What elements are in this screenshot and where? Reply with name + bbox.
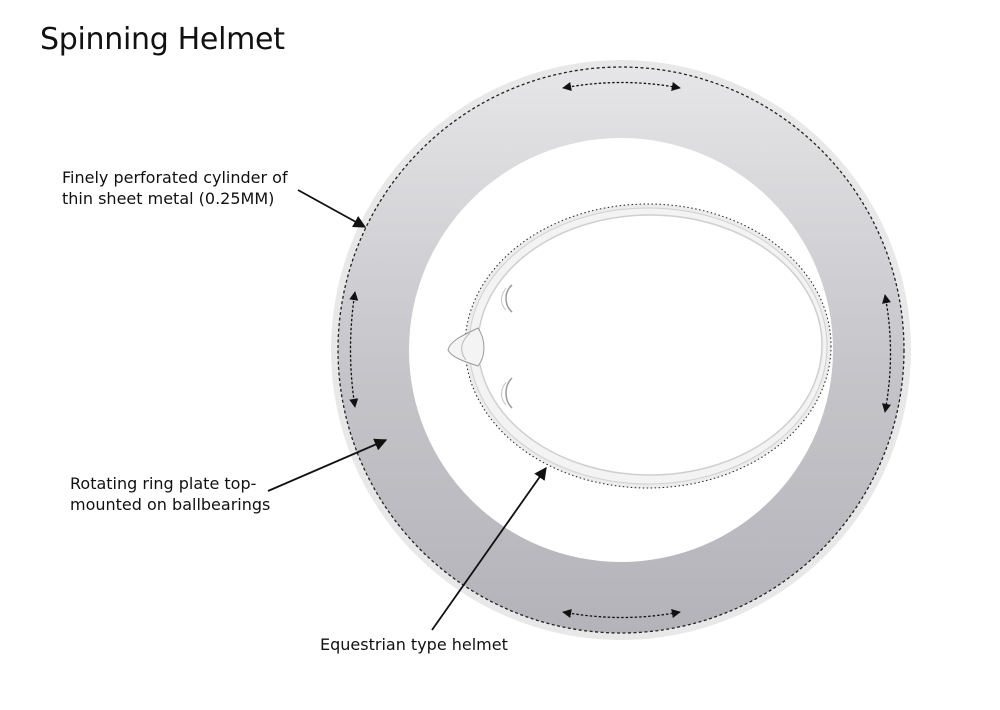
rotation-arrow-bottom <box>562 609 681 619</box>
label-equestrian-helmet: Equestrian type helmet <box>320 635 508 654</box>
label-perforated-cylinder: Finely perforated cylinder of thin sheet … <box>62 167 322 209</box>
label-perforated-cylinder-line2: thin sheet metal (0.25MM) <box>62 189 275 208</box>
leader-line-helmet <box>431 466 547 631</box>
helmet-side-detail-bottom <box>505 377 513 409</box>
leader-line-cylinder <box>297 189 367 228</box>
page-title: Spinning Helmet <box>40 22 285 57</box>
rotation-arrow-right <box>882 294 892 413</box>
perforated-cylinder-outline <box>337 66 905 634</box>
helmet-visor <box>447 327 485 367</box>
label-rotating-ring-plate: Rotating ring plate top-mounted on ballb… <box>70 473 290 515</box>
helmet-side-detail-top <box>505 284 513 313</box>
equestrian-helmet <box>447 203 832 489</box>
label-rotating-ring-plate-line1: Rotating ring plate top- <box>70 474 257 493</box>
label-perforated-cylinder-line1: Finely perforated cylinder of <box>62 168 288 187</box>
rotation-arrow-top <box>562 81 681 91</box>
label-rotating-ring-plate-line2: mounted on ballbearings <box>70 495 271 514</box>
leader-line-ring <box>267 438 388 492</box>
